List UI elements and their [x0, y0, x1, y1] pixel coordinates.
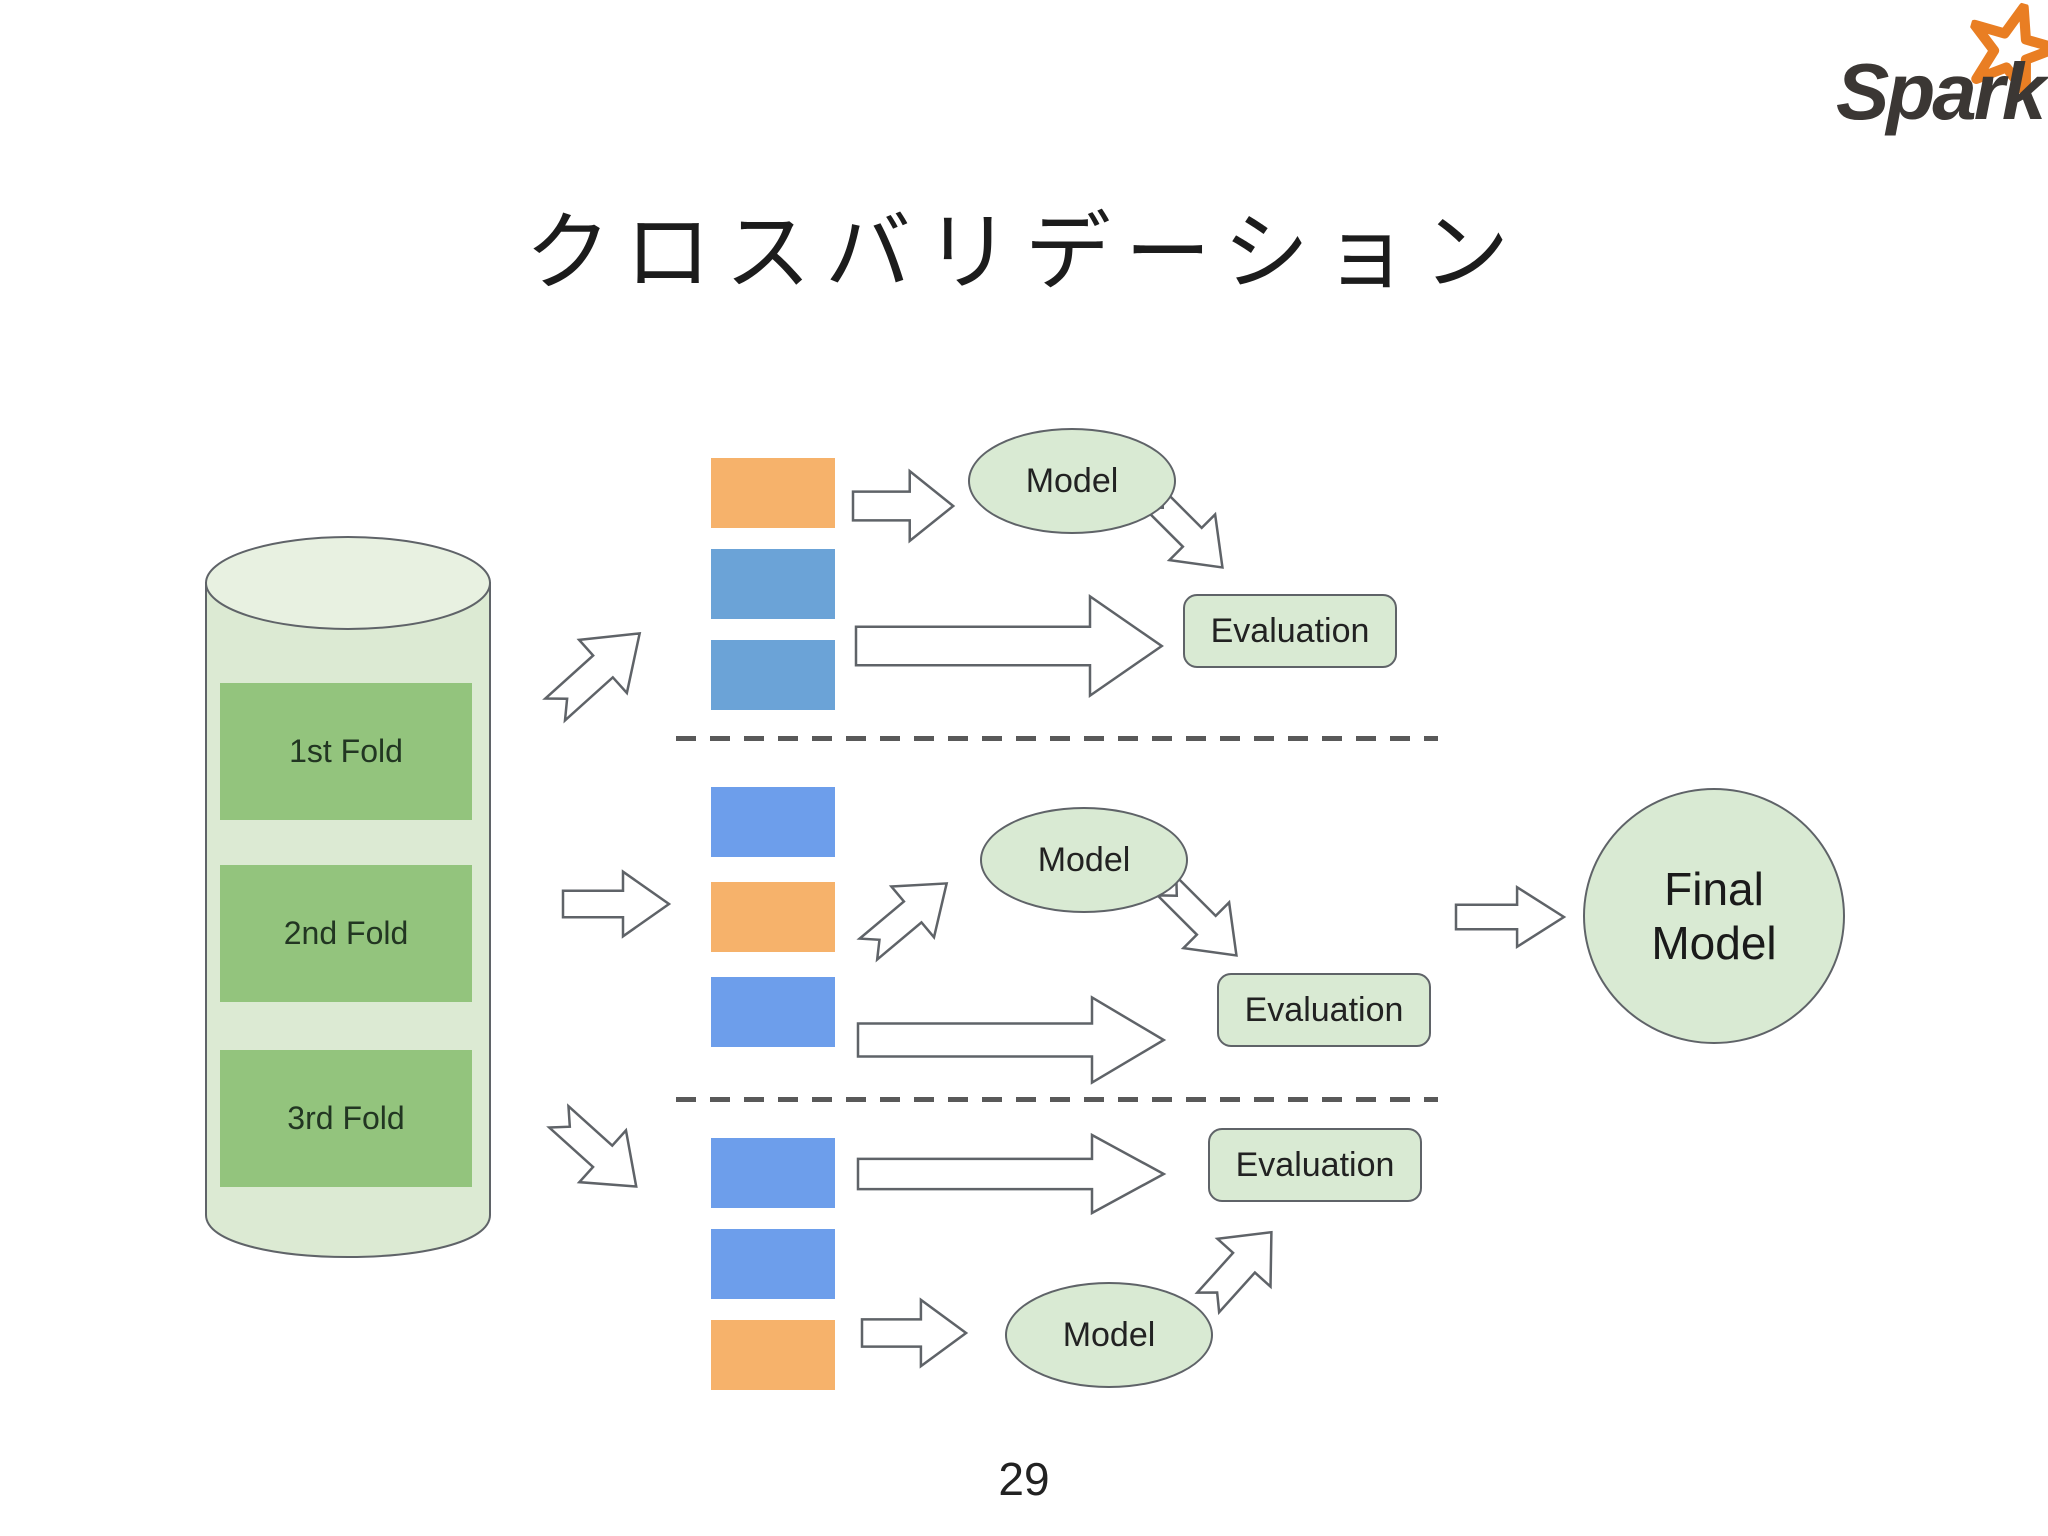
fold-1-band: 1st Fold: [220, 683, 472, 820]
dashed-separator-1: [676, 736, 1438, 741]
evaluation-box-row1: Evaluation: [1183, 594, 1397, 668]
row3-test-block: [711, 1320, 835, 1390]
arrow-row1-train-to-evaluation: [856, 590, 1168, 702]
row1-train-block-1: [711, 549, 835, 619]
row2-train-block-2: [711, 977, 835, 1047]
final-model-label: Final Model: [1651, 862, 1777, 969]
slide-title: クロスバリデーション: [524, 205, 1524, 301]
spark-logo-text: Spark: [1836, 47, 2046, 136]
final-model-circle: Final Model: [1583, 788, 1845, 1044]
fold-2-band: 2nd Fold: [220, 865, 472, 1002]
row3-train-block-1: [711, 1138, 835, 1208]
arrow-row3-model-to-evaluation: [1177, 1201, 1305, 1330]
evaluation-box-row3: Evaluation: [1208, 1128, 1422, 1202]
arrow-row2-model-to-evaluation: [1140, 859, 1266, 985]
arrow-to-final-model: [1456, 882, 1568, 952]
row2-test-block: [711, 882, 835, 952]
row2-train-block-1: [711, 787, 835, 857]
arrow-cylinder-to-row2: [563, 866, 673, 942]
arrow-row1-test-to-model: [853, 465, 957, 547]
arrow-cylinder-to-row3: [531, 1086, 666, 1219]
arrow-row3-train-to-evaluation: [858, 1130, 1170, 1218]
spark-star-icon: [1969, 2, 2048, 99]
row3-train-block-2: [711, 1229, 835, 1299]
evaluation-box-row2: Evaluation: [1217, 973, 1431, 1047]
dashed-separator-2: [676, 1097, 1438, 1102]
arrow-cylinder-to-row1: [527, 599, 671, 740]
fold-3-band: 3rd Fold: [220, 1050, 472, 1187]
model-ellipse-row1: Model: [968, 428, 1176, 534]
model-ellipse-row2: Model: [980, 807, 1188, 913]
arrow-row2-train-to-evaluation: [858, 992, 1170, 1088]
spark-logo: Spark: [1836, 2, 2048, 140]
row1-test-block: [711, 458, 835, 528]
row1-train-block-2: [711, 640, 835, 710]
page-number: 29: [998, 1453, 1050, 1505]
arrow-row2-test-to-model: [843, 851, 974, 979]
model-ellipse-row3: Model: [1005, 1282, 1213, 1388]
arrow-row3-test-to-model: [862, 1294, 970, 1372]
